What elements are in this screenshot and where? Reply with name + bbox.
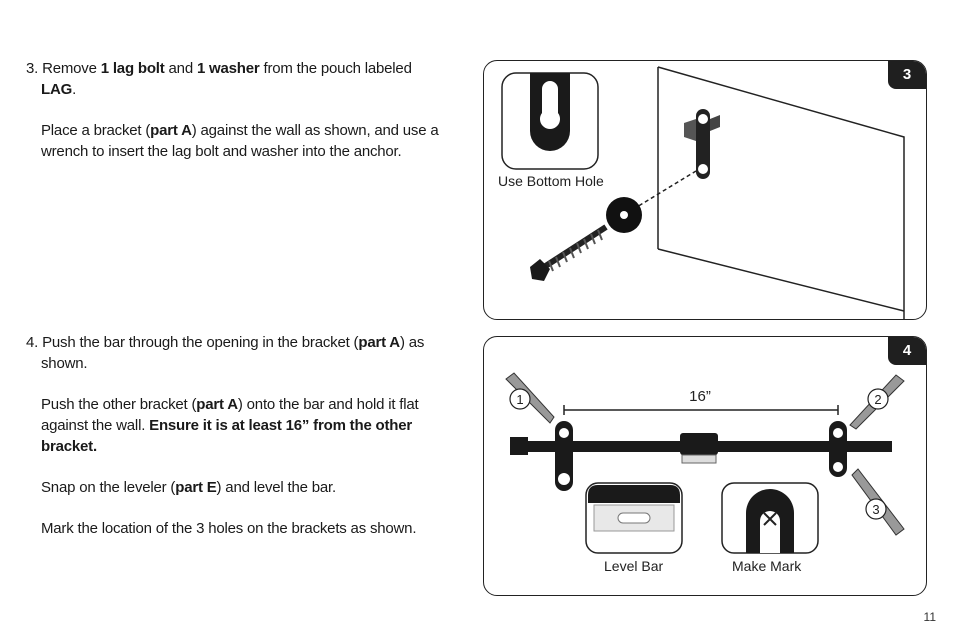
figure-4-panel: 4 16” (483, 336, 927, 596)
step-4-text-run: ) onto the bar and hold it flat against … (41, 396, 419, 434)
part-e-term: part E (175, 479, 217, 496)
use-bottom-hole-caption: Use Bottom Hole (498, 173, 604, 189)
page-number: 11 (923, 610, 936, 624)
step-3-text-run: from the pouch labeled (259, 60, 412, 77)
step-4-para-4: Mark the location of the 3 holes on the … (41, 520, 417, 537)
step-4-text-run: ) and level the bar. (216, 479, 337, 496)
keyhole-detail-inset (501, 72, 599, 170)
make-mark-caption: Make Mark (732, 558, 802, 574)
left-bracket (555, 421, 573, 491)
callout-1: 1 (509, 388, 531, 410)
step-3-text-run: Remove (42, 60, 101, 77)
step-3-text-run: and (164, 60, 197, 77)
step-3-para-2: Place a bracket (part A) against the wal… (26, 120, 456, 162)
step-4-text: 4. Push the bar through the opening in t… (26, 332, 446, 559)
distance-warning: Ensure it is at least 16” from the other… (41, 417, 413, 455)
figure-3-illustration (501, 66, 905, 319)
step-4-para-2: Push the other bracket (part A) onto the… (26, 394, 446, 457)
lag-bolt-term: 1 lag bolt (100, 60, 165, 77)
callout-1-label: 1 (516, 392, 523, 407)
step-4-text-run: Snap on the leveler ( (41, 479, 176, 496)
step-3-text-run: Place a bracket ( (41, 122, 151, 139)
dimension-line (563, 405, 839, 415)
figure-4-badge: 4 (888, 337, 926, 365)
callout-2: 2 (867, 388, 889, 410)
washer (606, 197, 642, 233)
dimension-label: 16” (689, 388, 711, 405)
leveler (680, 433, 718, 464)
lag-bolt (530, 224, 608, 281)
right-bracket (829, 421, 847, 477)
lag-pouch-label: LAG (41, 81, 73, 98)
bar-end-cap (510, 437, 528, 455)
step-4-text-run: ) as shown. (41, 334, 425, 372)
part-a-term: part A (150, 122, 192, 139)
make-mark-inset (721, 482, 819, 554)
figure-3-panel: 3 Use Botto (483, 60, 927, 320)
callout-3: 3 (865, 498, 887, 520)
wall-outline (657, 66, 905, 319)
figure-4-illustration: 16” 1 (505, 372, 905, 554)
step-4-text-run: Push the other bracket ( (41, 396, 197, 413)
step-3-text: 3. Remove 1 lag bolt and 1 washer from t… (26, 58, 456, 182)
step-3-text-run: ) against the wall as shown, and use a w… (41, 122, 439, 160)
wall-bottom-edge (657, 248, 905, 312)
step-3-para-1: 3. Remove 1 lag bolt and 1 washer from t… (26, 58, 456, 100)
step-3-text-run: . (72, 81, 77, 98)
step-3-number: 3. (26, 60, 39, 77)
callout-3-label: 3 (872, 502, 879, 517)
part-a-term: part A (358, 334, 400, 351)
step-4-para-3: Snap on the leveler (part E) and level t… (26, 477, 446, 498)
step-4-number: 4. (26, 334, 39, 351)
washer-term: 1 washer (196, 60, 260, 77)
step-4-text-run: Push the bar through the opening in the … (42, 334, 359, 351)
part-a-term: part A (196, 396, 238, 413)
level-bar-caption: Level Bar (604, 558, 664, 574)
step-4-para-1: 4. Push the bar through the opening in t… (26, 332, 446, 374)
level-bar-inset (585, 482, 683, 554)
callout-2-label: 2 (874, 392, 881, 407)
wall-bracket (684, 109, 720, 179)
figure-3-badge: 3 (888, 61, 926, 89)
